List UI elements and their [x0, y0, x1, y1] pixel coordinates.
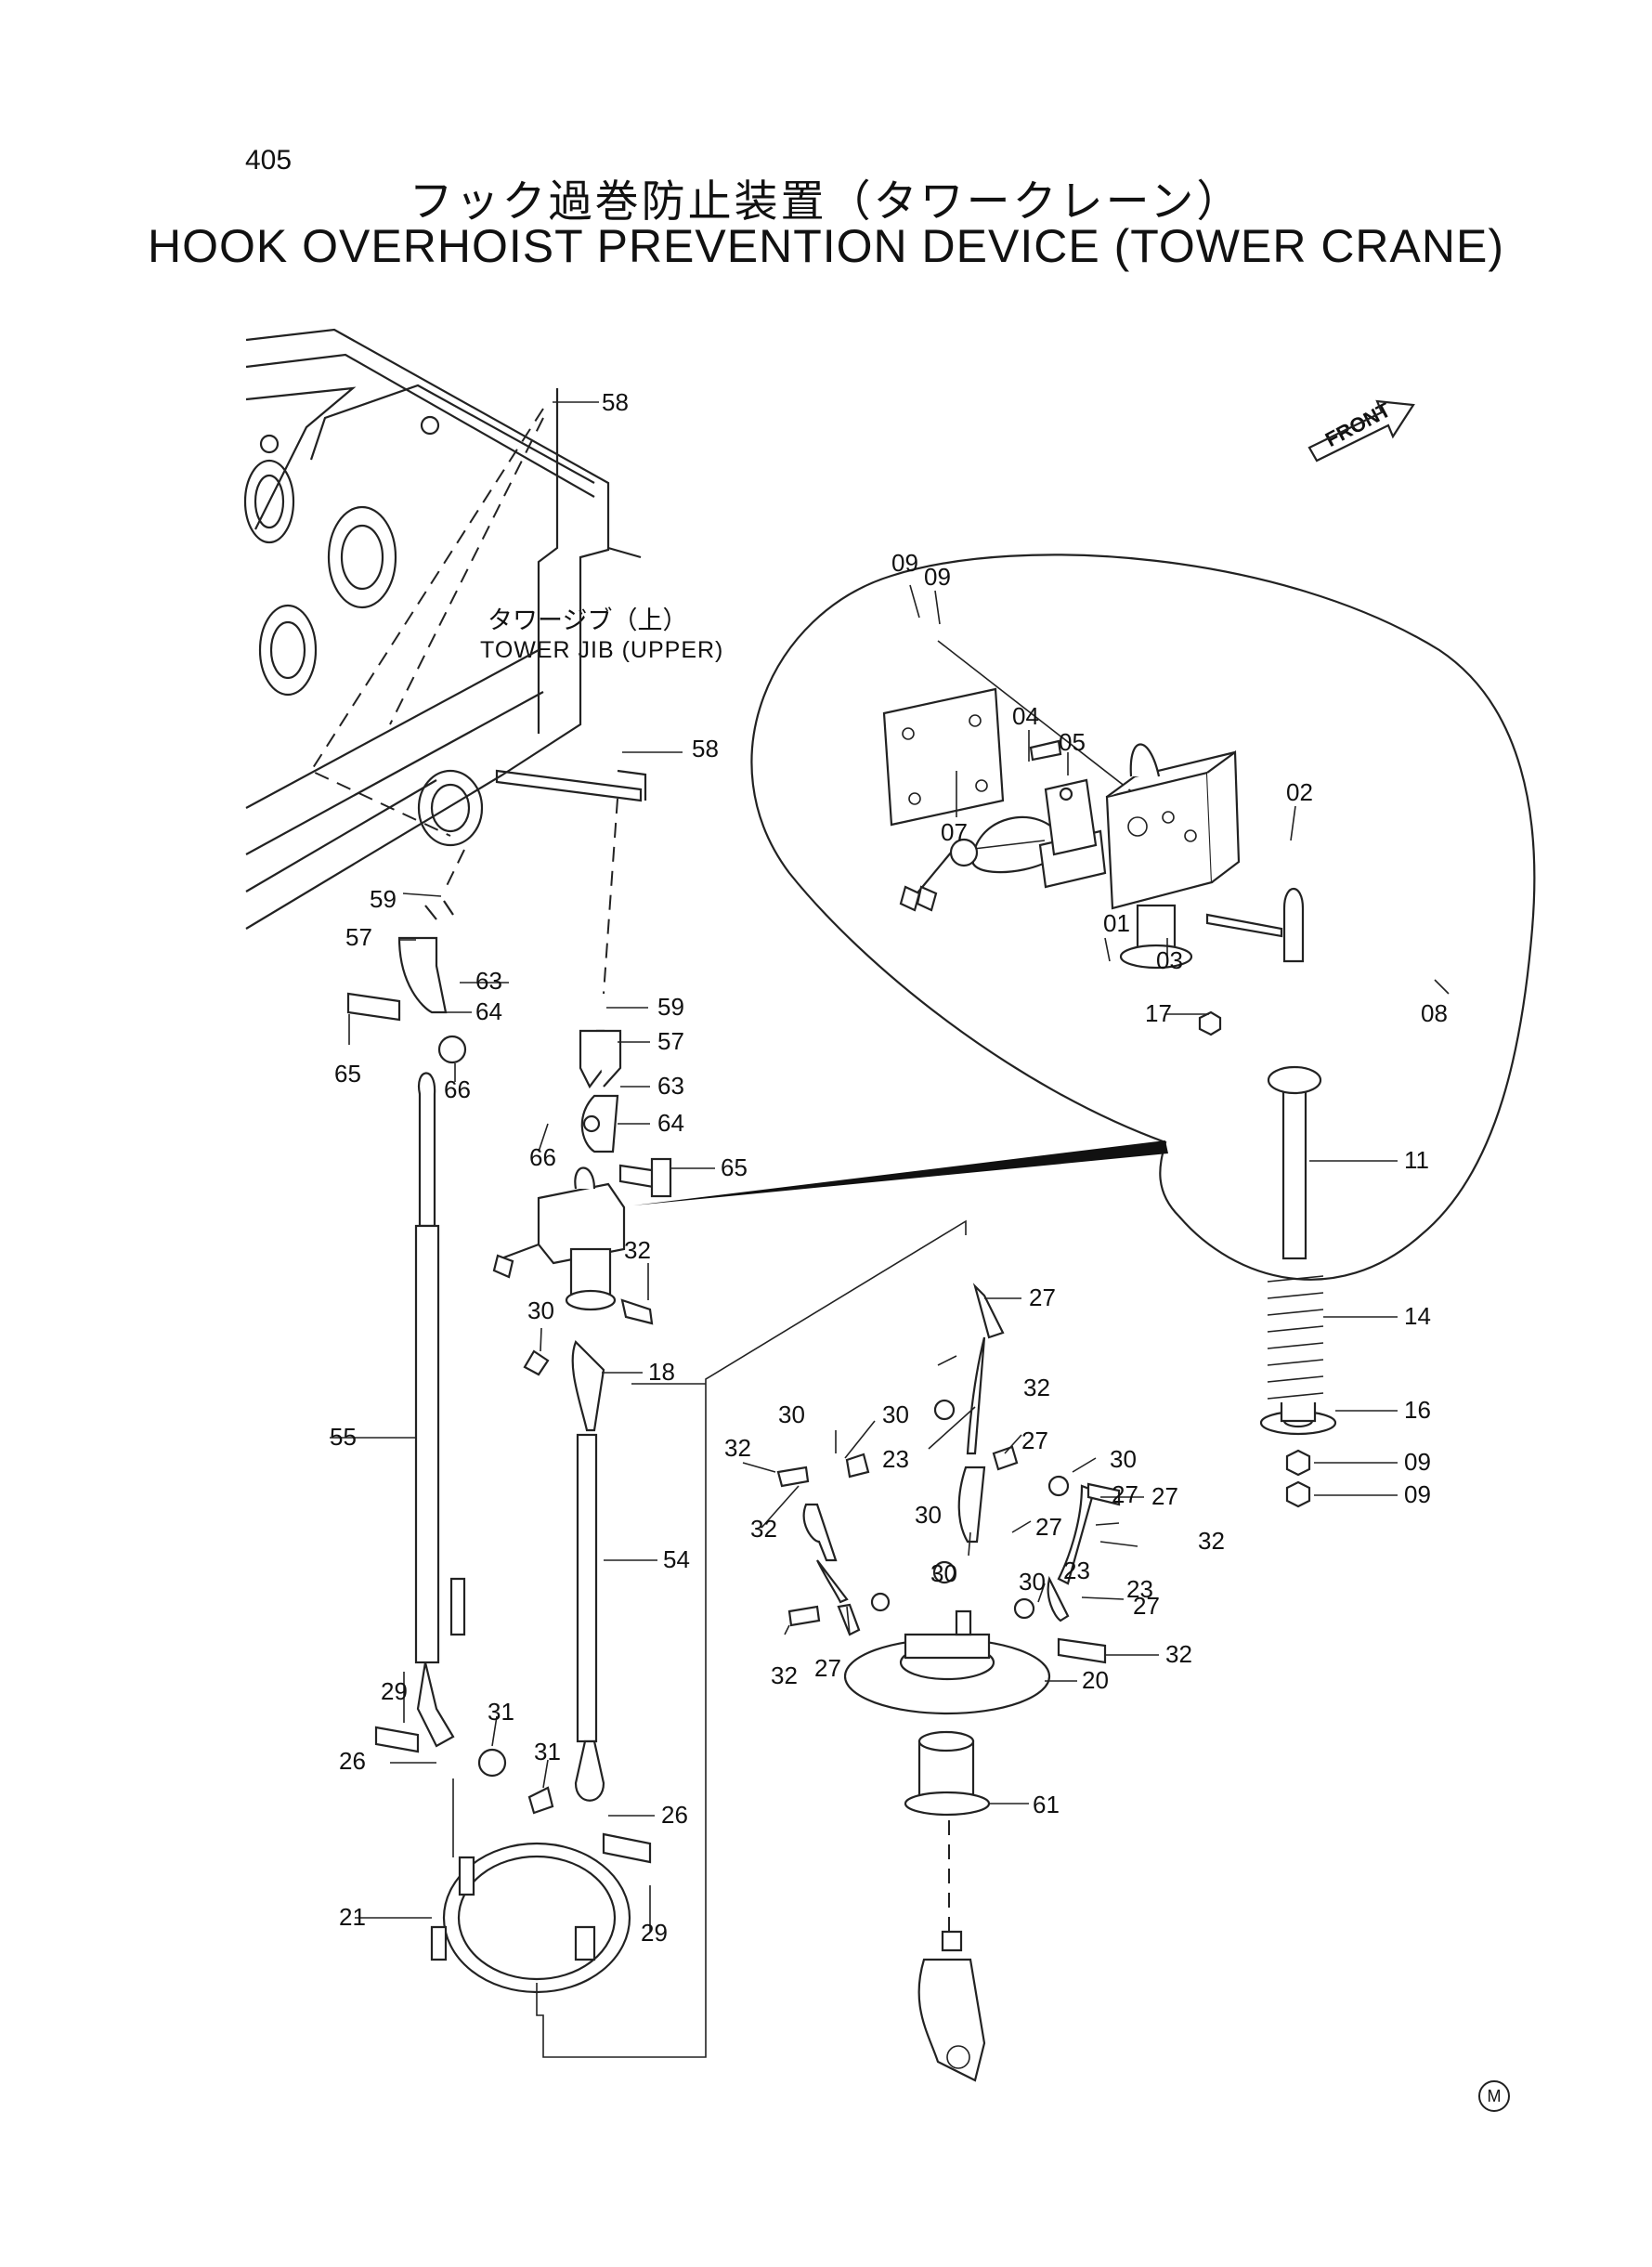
part-callout-label: 01: [1103, 909, 1130, 937]
part-callout-label: 57: [657, 1027, 684, 1055]
part-callout-label: 02: [1286, 778, 1313, 806]
part-callout-label: 30: [527, 1296, 554, 1324]
part-callout-label: 23: [882, 1445, 909, 1473]
part-callout-label: 09: [1404, 1480, 1431, 1508]
part-callout-label: 32: [1198, 1527, 1225, 1555]
part-callout-label: 09: [1404, 1448, 1431, 1476]
part-callout-label: 27: [1029, 1283, 1056, 1311]
part-callout-label: 29: [641, 1919, 668, 1947]
part-callout-label: 61: [1033, 1791, 1060, 1818]
part-callout-label: 65: [721, 1153, 748, 1181]
tower-jib-structure: [243, 328, 647, 995]
middle-rod-assembly: [492, 1029, 672, 1864]
callout-leaders: [330, 401, 1450, 1932]
part-callout-label: 30: [930, 1559, 957, 1587]
part-callout-label: 27: [814, 1654, 841, 1682]
part-callout-label: 16: [1404, 1396, 1431, 1424]
part-callout-label: 27: [1035, 1513, 1062, 1541]
part-callout-label: 20: [1082, 1666, 1109, 1694]
part-callout-label: 30: [915, 1501, 942, 1529]
part-callout-label: 09: [891, 549, 918, 577]
part-callout-label: 65: [334, 1060, 361, 1088]
part-callout-label: 64: [657, 1109, 684, 1137]
part-callout-label: 59: [657, 993, 684, 1021]
part-callout-label: 58: [602, 388, 629, 416]
part-callout-label: 57: [345, 923, 372, 951]
left-rod-assembly: [346, 900, 967, 2058]
part-callout-label: 05: [1059, 728, 1086, 756]
part-callout-label: 31: [534, 1738, 561, 1765]
detail-callout-boundary: [750, 554, 1536, 1281]
part-callout-label: 17: [1145, 999, 1172, 1027]
page-title-english: HOOK OVERHOIST PREVENTION DEVICE (TOWER …: [148, 220, 1504, 272]
part-callout-label: 58: [692, 735, 719, 762]
part-callout-label: 26: [339, 1747, 366, 1775]
part-callout-label: 27: [1112, 1480, 1138, 1508]
part-callout-label: 30: [1019, 1568, 1046, 1596]
part-callout-label: 66: [444, 1075, 471, 1103]
part-callout-label: 32: [750, 1515, 777, 1543]
part-callout-label: 64: [475, 997, 502, 1025]
part-callout-label: 59: [370, 885, 397, 913]
part-callout-label: 11: [1404, 1146, 1429, 1174]
part-callout-label: 07: [941, 818, 968, 846]
part-callout-label: 27: [1021, 1427, 1048, 1454]
part-callout-label: 30: [778, 1401, 805, 1428]
part-callout-label: 03: [1156, 946, 1183, 974]
part-callout-label: 26: [661, 1801, 688, 1829]
part-callout-label: 14: [1404, 1302, 1431, 1330]
part-callout-label: 54: [663, 1545, 690, 1573]
part-callout-label: 55: [330, 1423, 357, 1451]
part-callout-label: 27: [1151, 1482, 1178, 1510]
part-callout-label: 63: [657, 1072, 684, 1100]
right-linkage-assembly: [776, 1283, 1121, 2082]
part-callout-label: 08: [1421, 999, 1448, 1027]
front-arrow-icon: [1307, 399, 1415, 463]
part-callout-label: 30: [882, 1401, 909, 1428]
tower-jib-label-japanese: タワージブ（上）: [488, 606, 688, 635]
part-callout-label: 32: [771, 1661, 798, 1689]
part-callout-label: 30: [1110, 1445, 1137, 1473]
part-callout-label: 21: [339, 1903, 366, 1931]
part-callout-label: 32: [724, 1434, 751, 1462]
part-callout-label: 63: [475, 967, 502, 995]
corner-mark: M: [1478, 2080, 1510, 2112]
page-title-japanese: フック過巻防止装置（タワークレーン）: [409, 176, 1243, 228]
part-callout-label: 09: [924, 563, 951, 591]
detail-leader-wedge: [633, 1140, 1168, 1205]
part-callout-label: 66: [529, 1143, 556, 1171]
detail-assembly: [882, 640, 1337, 1508]
part-callout-label: 32: [624, 1236, 651, 1264]
part-callout-label: 32: [1023, 1374, 1050, 1401]
part-callout-label: 18: [648, 1358, 675, 1386]
part-callout-label: 31: [488, 1698, 514, 1726]
part-callout-label: 04: [1012, 702, 1039, 730]
part-callout-label: 23: [1126, 1575, 1153, 1603]
part-callout-label: 32: [1165, 1640, 1192, 1668]
part-callout-label: 27: [1133, 1592, 1160, 1620]
page-number: 405: [245, 145, 293, 176]
part-callout-label: 29: [381, 1677, 408, 1705]
part-callout-label: 23: [1063, 1557, 1090, 1584]
